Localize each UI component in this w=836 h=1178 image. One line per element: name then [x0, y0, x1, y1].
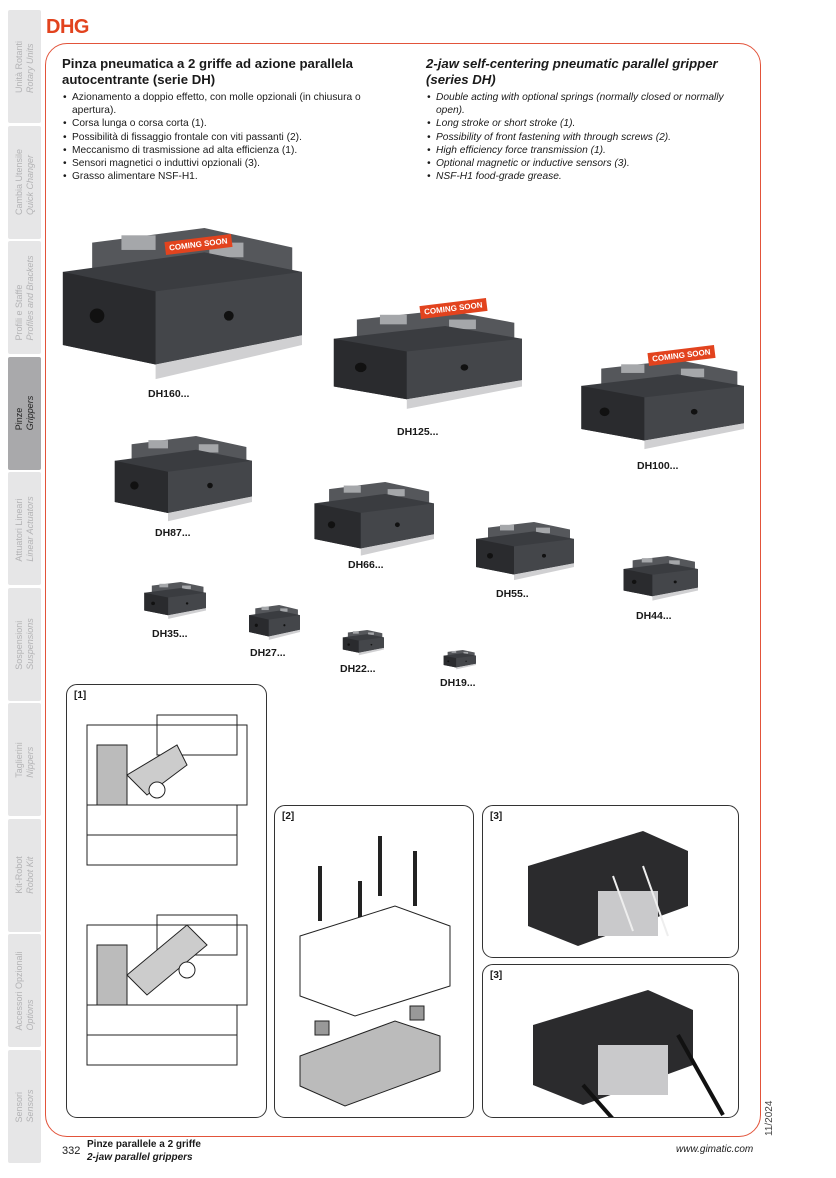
bullet-item: Meccanismo di trasmissione ad alta effic… — [62, 144, 402, 157]
label-it: Accessori Opzionali — [13, 950, 24, 1031]
model-label: DH35... — [152, 628, 188, 640]
bullet-item: Possibilità di fissaggio frontale con vi… — [62, 131, 402, 144]
gripper-image-dh44 — [622, 556, 698, 602]
label-en: Suspensions — [24, 618, 35, 670]
gripper-image-dh160 — [58, 228, 302, 384]
bullet-item: Grasso alimentare NSF-H1. — [62, 170, 402, 183]
label-it: Sensori — [13, 1092, 24, 1123]
bullet-item: High efficiency force transmission (1). — [426, 144, 746, 157]
label-it: Attuatori Lineari — [13, 498, 24, 562]
label-it: Profili e Staffe — [13, 284, 24, 341]
label-it: Cambia Utensile — [13, 148, 24, 216]
gripper-image-dh125 — [330, 310, 522, 412]
label-it: Kit-Robot — [13, 856, 24, 894]
english-description: 2-jaw self-centering pneumatic parallel … — [426, 56, 746, 184]
panel-sensor-photo-1: [3] — [482, 805, 739, 958]
bullet-item: Optional magnetic or inductive sensors (… — [426, 157, 746, 170]
gripper-image-dh27 — [248, 605, 300, 641]
model-label: DH100... — [637, 460, 679, 472]
italian-description: Pinza pneumatica a 2 griffe ad azione pa… — [62, 56, 402, 184]
model-label: DH87... — [155, 527, 191, 539]
gripper-image-dh100 — [578, 360, 744, 452]
footer-title-en: 2-jaw parallel grippers — [87, 1152, 193, 1163]
label-it: Pinze — [13, 407, 24, 431]
content-frame — [45, 43, 761, 1137]
bullet-item: Corsa lunga o corsa corta (1). — [62, 117, 402, 130]
label-en: Rotary Units — [24, 43, 35, 93]
model-label: DH55.. — [496, 588, 529, 600]
sensor-photo — [533, 990, 725, 1117]
label-it: Taglierini — [13, 741, 24, 778]
model-label: DH66... — [348, 559, 384, 571]
label-en: Nippers — [24, 746, 35, 778]
model-label: DH44... — [636, 610, 672, 622]
english-heading: 2-jaw self-centering pneumatic parallel … — [426, 56, 718, 87]
page-number: 332 — [62, 1145, 81, 1157]
model-label: DH22... — [340, 663, 376, 675]
page-title: DHG — [46, 16, 89, 38]
bullet-item: Sensori magnetici o induttivi opzionali … — [62, 157, 402, 170]
bullet-item: NSF-H1 food-grade grease. — [426, 170, 746, 183]
label-en: Quick Changer — [24, 154, 35, 216]
bullet-item: Azionamento a doppio effetto, con molle … — [62, 91, 402, 117]
italian-bullets: Azionamento a doppio effetto, con molle … — [62, 91, 402, 184]
panel-mounting-diagram: [2] — [274, 805, 474, 1118]
italian-heading: Pinza pneumatica a 2 griffe ad azione pa… — [62, 56, 353, 87]
label-en: Sensors — [24, 1089, 35, 1123]
model-label: DH160... — [148, 388, 190, 400]
panel-label: [3] — [490, 811, 503, 822]
panel-sensor-photo-2: [3] — [482, 964, 739, 1118]
english-bullets: Double acting with optional springs (nor… — [426, 91, 746, 184]
panel-label: [3] — [490, 970, 503, 981]
gripper-image-dh55 — [474, 522, 574, 582]
bullet-item: Long stroke or short stroke (1). — [426, 117, 746, 130]
label-en: Linear Actuators — [24, 495, 35, 562]
sensor-photo — [528, 831, 688, 946]
bullet-item: Double acting with optional springs (nor… — [426, 91, 746, 117]
label-it: Sospensioni — [13, 620, 24, 670]
label-it: Unità Rotanti — [13, 40, 24, 93]
label-en: Options — [24, 998, 35, 1031]
model-label: DH19... — [440, 677, 476, 689]
panel-label: [2] — [282, 811, 295, 822]
mounting-drawing — [299, 836, 451, 1107]
section-drawing — [86, 714, 248, 1066]
panel-section-diagram: [1] — [66, 684, 267, 1118]
model-label: DH27... — [250, 647, 286, 659]
gripper-image-dh87 — [112, 436, 252, 524]
footer-date: 11/2024 — [764, 1100, 775, 1136]
label-en: Profiles and Brackets — [24, 254, 35, 341]
gripper-image-dh22 — [342, 630, 384, 656]
gripper-image-dh66 — [312, 482, 434, 558]
footer-title-it: Pinze parallele a 2 griffe — [87, 1139, 201, 1150]
panel-label: [1] — [74, 690, 87, 701]
label-en: Grippers — [24, 395, 35, 431]
bullet-item: Possibility of front fastening with thro… — [426, 131, 746, 144]
label-en: Robot Kit — [24, 856, 35, 894]
model-label: DH125... — [397, 426, 439, 438]
gripper-image-dh35 — [143, 582, 206, 620]
footer-url[interactable]: www.gimatic.com — [676, 1144, 754, 1155]
gripper-image-dh19 — [443, 650, 476, 670]
